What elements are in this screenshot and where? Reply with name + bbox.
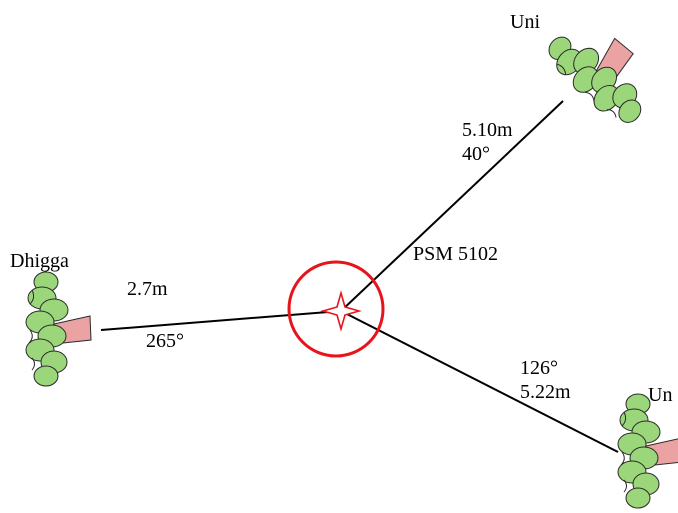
station-label: PSM 5102 <box>413 243 498 265</box>
tree-southeast-distance: 5.22m <box>520 381 571 403</box>
station-circle <box>287 260 385 358</box>
tree-southeast-name: Un <box>648 384 672 406</box>
tree-icon <box>538 7 668 134</box>
tree-northeast-bearing: 40° <box>462 143 490 165</box>
tree-northeast-name: Uni <box>510 11 540 33</box>
line-to-tree-west <box>100 310 342 331</box>
survey-marker-icon <box>320 290 362 332</box>
tree-west-bearing: 265° <box>146 330 184 352</box>
tree-icon <box>25 271 92 387</box>
tree-southeast-bearing: 126° <box>520 357 558 379</box>
tree-icon <box>617 393 678 509</box>
tree-west-name: Dhigga <box>10 250 69 272</box>
tree-northeast-distance: 5.10m <box>462 119 513 141</box>
tree-west-distance: 2.7m <box>127 278 168 300</box>
line-to-tree-northeast <box>340 100 564 312</box>
line-to-tree-southeast <box>340 310 619 453</box>
